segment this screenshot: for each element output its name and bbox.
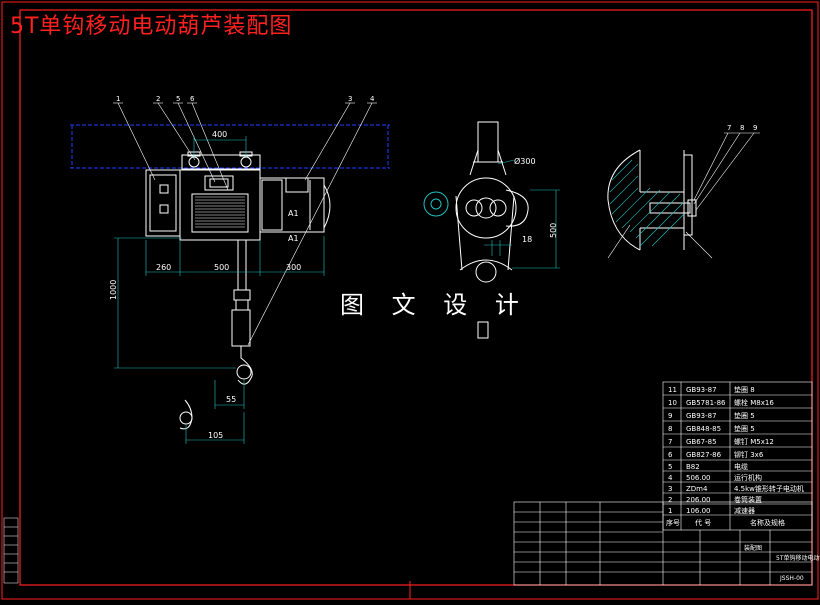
side-view: [423, 121, 529, 339]
bom-cell-name: 螺栓 M8x16: [734, 398, 774, 407]
bom-cell-name: 电缆: [734, 462, 748, 471]
bom-cell-name: 垫圈 8: [734, 385, 755, 394]
balloon-3: 3: [348, 95, 352, 103]
front-view: [145, 151, 331, 430]
bom-cell-code: ZDm4: [686, 485, 708, 493]
bom-cell-no: 1: [668, 507, 672, 515]
bom-cell-name: 运行机构: [734, 473, 762, 482]
dim-55: 55: [226, 395, 236, 404]
bom-header-no: 序号: [666, 518, 680, 527]
dim-18: 18: [522, 235, 532, 244]
dim-400: 400: [212, 130, 227, 139]
balloon-8: 8: [740, 124, 744, 132]
bom-cell-name: 垫圈 5: [734, 424, 755, 433]
bom-cell-no: 2: [668, 496, 672, 504]
bom-table: [662, 381, 813, 531]
bom-header-name: 名称及规格: [750, 518, 785, 527]
title-block: [513, 501, 813, 586]
bom-cell-code: GB848-85: [686, 425, 721, 433]
bom-header-code: 代 号: [695, 518, 711, 527]
drawing-title: 5T单钩移动电动葫芦装配图: [10, 14, 293, 39]
bom-cell-no: 11: [668, 386, 677, 394]
bom-cell-no: 3: [668, 485, 672, 493]
bom-cell-code: GB67-85: [686, 438, 717, 446]
dim-300: 300: [286, 263, 301, 272]
bom-cell-name: 铆钉 3x6: [734, 450, 764, 459]
bom-cell-code: B82: [686, 463, 700, 471]
bom-cell-no: 5: [668, 463, 672, 471]
bom-cell-no: 8: [668, 425, 672, 433]
bom-cell-name: 卷筒装置: [734, 495, 762, 504]
bom-cell-code: GB827-86: [686, 451, 722, 459]
title-block-sheet: 装配图: [744, 544, 762, 552]
bom-cell-no: 4: [668, 474, 673, 482]
title-block-drawing-no: JSSH-00: [779, 575, 804, 582]
label-a1-upper: A1: [288, 209, 299, 218]
bom-cell-code: GB93-87: [686, 412, 717, 420]
balloon-6: 6: [190, 95, 195, 103]
bom-cell-name: 螺钉 M5x12: [734, 437, 774, 446]
bom-cell-no: 10: [668, 399, 677, 407]
bom-cell-code: 206.00: [686, 496, 711, 504]
dim-1000: 1000: [109, 280, 118, 300]
watermark-text: 图 文 设 计: [340, 291, 529, 319]
balloon-2: 2: [156, 95, 160, 103]
balloon-9: 9: [753, 124, 757, 132]
dim-500-vertical: 500: [549, 223, 558, 238]
bom-cell-no: 7: [668, 438, 672, 446]
dim-105: 105: [208, 431, 223, 440]
bom-cell-no: 9: [668, 412, 672, 420]
balloon-5: 5: [176, 95, 180, 103]
dim-500: 500: [214, 263, 229, 272]
dimensions-side: [484, 159, 560, 269]
bom-cell-code: GB5781-86: [686, 399, 726, 407]
balloon-4: 4: [370, 95, 375, 103]
revision-strip: [3, 517, 19, 584]
bom-cell-name: 减速器: [734, 506, 755, 515]
balloon-7: 7: [727, 124, 731, 132]
balloon-1: 1: [116, 95, 120, 103]
bom-cell-name: 4.5kw锥形转子电动机: [734, 484, 804, 493]
bom-cell-code: 106.00: [686, 507, 711, 515]
balloons-front: [113, 102, 377, 346]
rail-beam: [70, 124, 390, 169]
bom-cell-no: 6: [668, 451, 673, 459]
bom-cell-name: 垫圈 5: [734, 411, 755, 420]
dim-phi300: Ø300: [514, 156, 536, 166]
bom-cell-code: GB93-87: [686, 386, 717, 394]
balloons-detail: [607, 132, 760, 259]
inner-frame: [19, 9, 813, 586]
title-block-name: 5T单钩移动电动葫芦: [776, 554, 820, 562]
label-a1-lower: A1: [288, 234, 299, 243]
dim-260: 260: [156, 263, 171, 272]
dimensions-front: [114, 136, 325, 444]
detail-hatch: [609, 159, 685, 247]
detail-view: [607, 149, 697, 251]
bom-cell-code: 506.00: [686, 474, 711, 482]
